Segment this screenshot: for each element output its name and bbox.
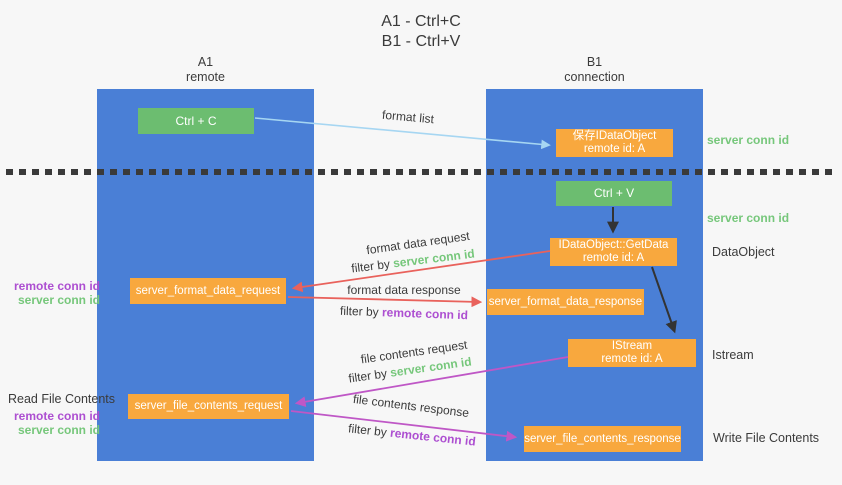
node-format-request-label: server_format_data_request (135, 284, 281, 297)
node-server-format-data-request: server_format_data_request (130, 278, 286, 304)
node-server-file-contents-response: server_file_contents_response (524, 426, 681, 452)
phase-divider-dotted-line (6, 169, 836, 175)
title-line-2: B1 - Ctrl+V (381, 33, 461, 50)
node-getdata-line2: remote id: A (582, 252, 645, 264)
node-istream: IStream remote id: A (568, 339, 696, 367)
filter-by-text: filter by (339, 303, 383, 320)
remote-conn-id-text: remote conn id (381, 305, 469, 323)
side-label-write-file-contents: Write File Contents (713, 431, 820, 445)
side-label-server-conn-id-mid: server conn id (707, 211, 790, 225)
arrow-file-contents-response (290, 410, 518, 442)
lane-remote-name: remote (186, 70, 225, 84)
node-save-idataobject: 保存IDataObject remote id: A (556, 129, 673, 157)
title-line-1: A1 - Ctrl+C (381, 13, 461, 30)
node-format-response-label: server_format_data_response (488, 295, 643, 308)
node-ctrl-v: Ctrl + V (556, 181, 672, 206)
lane-remote-id: A1 (197, 55, 214, 69)
arrow-getdata-to-istream (651, 266, 677, 334)
node-ctrl-c: Ctrl + C (138, 108, 254, 134)
node-save-idataobject-line1: 保存IDataObject (572, 130, 657, 142)
side-label-read-file-contents: Read File Contents (8, 392, 116, 406)
conn-id-pair-file: remote conn id server conn id (0, 409, 100, 437)
diagram-title: A1 - Ctrl+C B1 - Ctrl+V (0, 12, 842, 52)
node-save-idataobject-line2: remote id: A (583, 143, 646, 155)
pair1-server-conn-id: server conn id (17, 293, 100, 307)
conn-id-pair-format: remote conn id server conn id (0, 279, 100, 307)
lane-connection-id: B1 (586, 55, 603, 69)
node-idataobject-getdata: IDataObject::GetData remote id: A (550, 238, 677, 266)
edge-label-format-data-response: format data response (347, 283, 461, 297)
node-ctrl-c-label: Ctrl + C (175, 113, 217, 128)
arrow-format-data-request (291, 250, 551, 293)
side-label-istream: Istream (712, 348, 754, 362)
node-ctrl-v-label: Ctrl + V (593, 186, 635, 200)
arrow-file-contents-request (294, 356, 569, 408)
arrow-format-data-response (287, 296, 483, 308)
node-istream-line1: IStream (611, 340, 653, 352)
lane-connection-name: connection (564, 70, 625, 84)
pair1-remote-conn-id: remote conn id (13, 279, 100, 293)
side-label-dataobject: DataObject (712, 245, 775, 259)
node-file-request-label: server_file_contents_request (134, 400, 283, 412)
node-getdata-line1: IDataObject::GetData (558, 239, 669, 251)
side-label-server-conn-id-top: server conn id (707, 133, 790, 147)
pair2-remote-conn-id: remote conn id (13, 409, 100, 423)
arrow-format-list (254, 117, 551, 150)
lane-header-remote: A1 remote (97, 55, 314, 85)
node-server-file-contents-request: server_file_contents_request (128, 394, 289, 419)
pair2-server-conn-id: server conn id (17, 423, 100, 437)
node-istream-line2: remote id: A (601, 353, 663, 365)
node-server-format-data-response: server_format_data_response (487, 289, 644, 315)
node-file-response-label: server_file_contents_response (524, 432, 681, 445)
lane-header-connection: B1 connection (486, 55, 703, 85)
